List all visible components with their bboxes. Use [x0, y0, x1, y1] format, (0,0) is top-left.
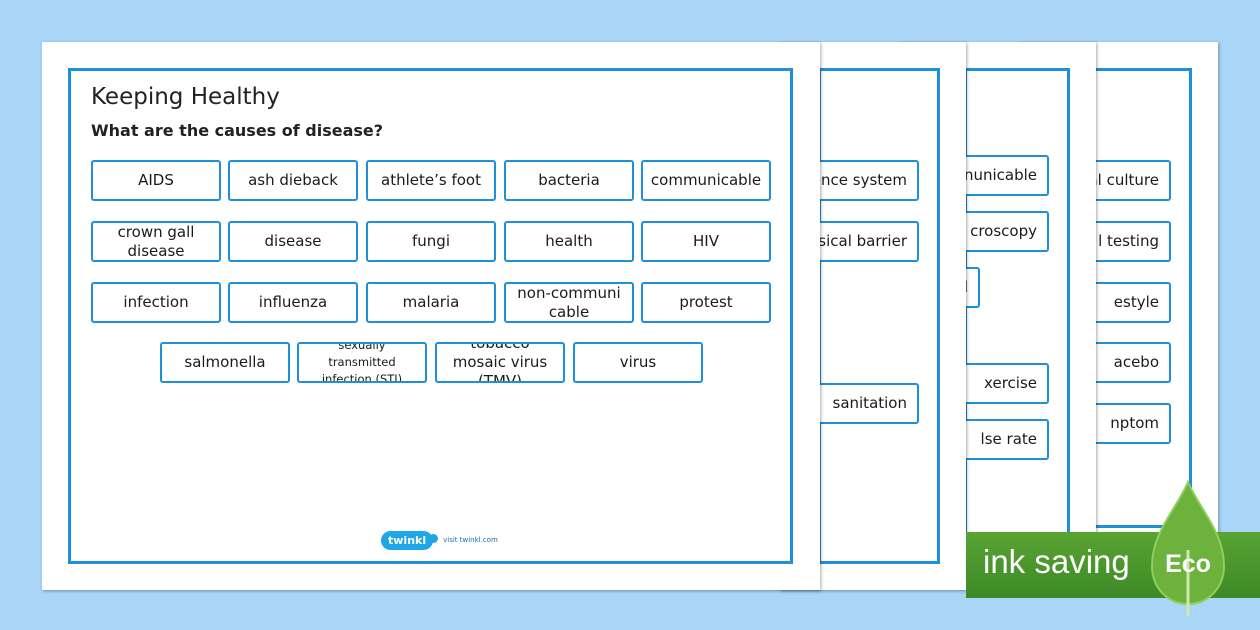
card-non-communicable-3: nunicable: [956, 155, 1049, 196]
card-disease: disease: [228, 221, 358, 262]
card-tmv: tobacco mosaic virus (TMV): [435, 342, 565, 383]
card-malaria: malaria: [366, 282, 496, 323]
card-influenza: influenza: [228, 282, 358, 323]
card-ash-dieback: ash dieback: [228, 160, 358, 201]
card-hiv: HIV: [641, 221, 771, 262]
card-infection: infection: [91, 282, 221, 323]
card-aids: AIDS: [91, 160, 221, 201]
card-communicable: communicable: [641, 160, 771, 201]
twinkl-logo-mark: twinkl: [381, 530, 439, 550]
twinkl-logo: twinkl visit twinkl.com: [381, 528, 498, 552]
page-2-frame: [818, 68, 940, 564]
page-3-frame: [964, 68, 1070, 560]
card-pulse-rate: lse rate: [956, 419, 1049, 460]
card-athletes-foot: athlete’s foot: [366, 160, 496, 201]
card-bacteria: bacteria: [504, 160, 634, 201]
card-crown-gall-disease: crown gall disease: [91, 221, 221, 262]
card-fungi: fungi: [366, 221, 496, 262]
card-salmonella: salmonella: [160, 342, 290, 383]
page-subtitle: What are the causes of disease?: [91, 121, 384, 140]
ink-saving-label: ink saving: [983, 543, 1130, 580]
card-microscopy: croscopy: [956, 211, 1049, 252]
page-title: Keeping Healthy: [91, 84, 280, 110]
eco-text: Eco: [1165, 550, 1211, 578]
twinkl-url: visit twinkl.com: [443, 536, 498, 544]
card-non-communicable: non-communicable: [504, 282, 634, 323]
card-protest: protest: [641, 282, 771, 323]
eco-leaf-icon: Eco: [1150, 480, 1226, 616]
card-exercise: xercise: [956, 363, 1049, 404]
card-health: health: [504, 221, 634, 262]
card-sti: sexually transmitted infection (STI): [297, 342, 427, 383]
card-virus: virus: [573, 342, 703, 383]
page-1-frame: [68, 68, 793, 564]
